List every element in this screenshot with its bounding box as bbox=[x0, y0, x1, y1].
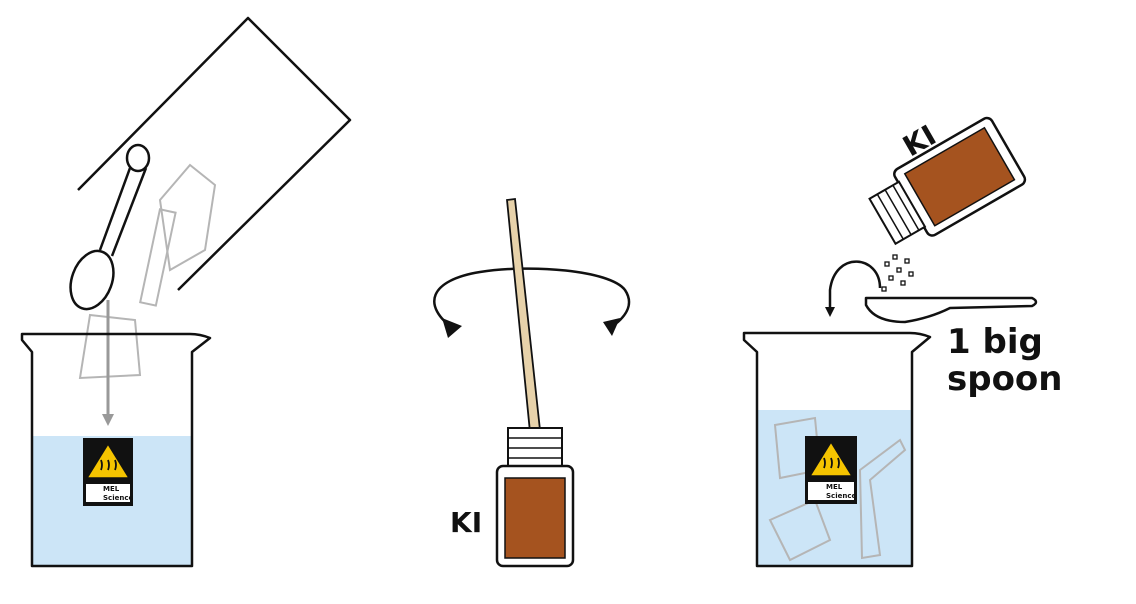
vial-3-threads bbox=[868, 180, 927, 246]
ki-powder bbox=[881, 254, 914, 292]
beaker-1 bbox=[20, 332, 212, 568]
step-3-adding: MEL Science KI 1 big spo bbox=[742, 116, 1063, 568]
plastic-bag bbox=[77, 16, 352, 291]
brand-text-line1: MEL bbox=[826, 483, 843, 491]
amount-text-line2: spoon bbox=[947, 359, 1063, 399]
rotate-arrow-icon bbox=[433, 267, 631, 332]
measuring-spoon bbox=[864, 296, 1038, 324]
heat-warning-label-3: MEL Science bbox=[805, 436, 857, 504]
brand-text-line2: Science bbox=[103, 494, 133, 502]
falling-tools-ghost bbox=[78, 163, 217, 380]
brand-text-line1: MEL bbox=[103, 485, 120, 493]
brand-text-line2: Science bbox=[826, 492, 856, 500]
vial-3-label bbox=[903, 126, 1016, 227]
pour-arrow-icon bbox=[825, 260, 882, 317]
vial-3 bbox=[868, 116, 1027, 246]
stirring-stick bbox=[506, 197, 541, 434]
vial-2-label bbox=[504, 477, 566, 559]
beaker-3 bbox=[742, 331, 932, 568]
step-1-pouring: MEL Science bbox=[20, 16, 352, 568]
heat-warning-label-1: MEL Science bbox=[83, 438, 133, 506]
vial-label-middle: KI bbox=[450, 506, 482, 539]
amount-text-line1: 1 big bbox=[947, 322, 1043, 362]
spoon-tongs bbox=[69, 143, 151, 311]
step-2-stirring: KI bbox=[433, 197, 631, 568]
